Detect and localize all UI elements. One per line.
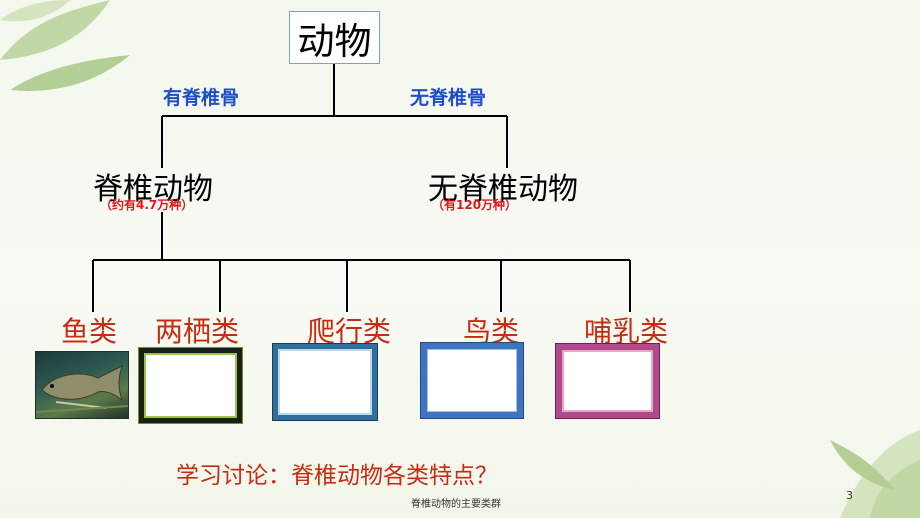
node-invertebrate: 无脊椎动物 [428,172,578,207]
category-reptile: 爬行类 [307,315,392,348]
root-node: 动物 [289,11,380,64]
discussion-prompt: 学习讨论：脊椎动物各类特点？ [176,463,498,489]
branch-label-vertebrate: 有脊椎骨 [163,87,240,109]
leaf-decoration-bottom-right-icon [830,430,920,518]
mammal-image-frame [556,344,659,418]
page-number: 3 [846,489,853,502]
branch-label-invertebrate: 无脊椎骨 [410,87,487,109]
count-vertebrate: （约有4.7万种） [100,198,194,212]
bird-image-frame [421,343,523,418]
category-fish: 鱼类 [61,315,118,348]
slide-footer: 脊椎动物的主要类群 [411,499,501,510]
node-vertebrate: 脊椎动物 [93,172,213,207]
category-bird: 鸟类 [463,315,520,348]
count-invertebrate: （有120万种） [432,198,518,212]
reptile-image-frame [273,344,377,420]
amphibian-image-frame [139,348,242,423]
fish-image [35,351,129,419]
fish-icon [35,365,129,413]
leaf-decoration-top-left-icon [0,0,130,91]
category-mammal: 哺乳类 [584,315,669,348]
category-amphibian: 两栖类 [155,315,240,348]
